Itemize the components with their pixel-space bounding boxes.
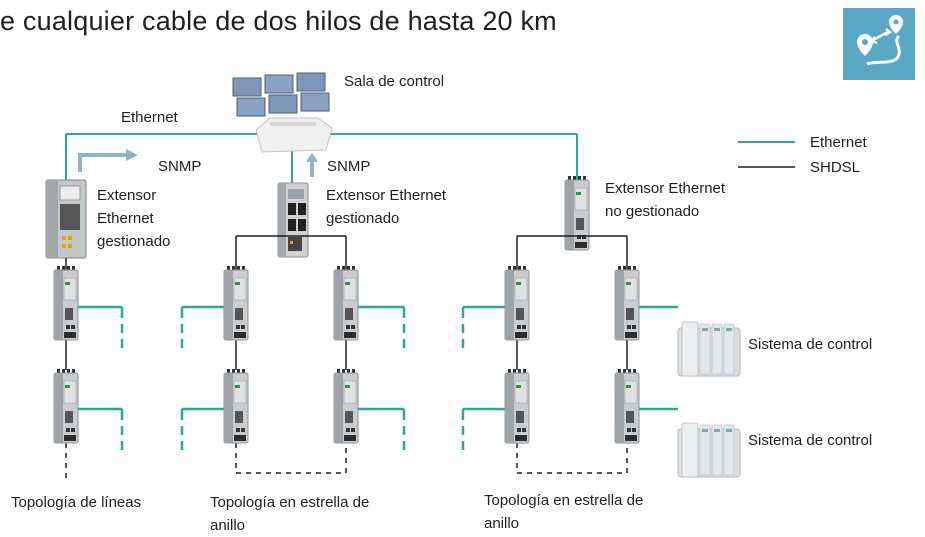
map-route-icon [843,8,915,80]
ext-center-label: Extensor Ethernet gestionado [326,187,450,227]
shdsl-dashed-links [65,443,628,478]
ethernet-output-stubs [78,305,678,450]
control-system-icon [677,422,741,478]
extender-managed-center [277,182,309,258]
snmp-arrow-center [306,153,318,177]
ext-left-label: Extensor Ethernet gestionado [97,187,170,250]
control-room-monitors-icon [232,72,333,153]
topology-star-ring-label-1: Topología en estrella de anillo [210,494,373,534]
control-system-icon [677,321,741,377]
control-system-label-2: Sistema de control [748,432,872,449]
ethernet-link-label: Ethernet [121,109,179,126]
legend: Ethernet SHDSL [738,134,868,176]
shdsl-links [65,235,628,370]
control-system-label-1: Sistema de control [748,336,872,353]
ext-right-label: Extensor Ethernet no gestionado [605,180,729,220]
snmp-arrow-left [78,149,138,172]
snmp-left-label: SNMP [158,158,201,175]
topology-star-ring-label-2: Topología en estrella de anillo [484,492,647,532]
legend-shdsl-label: SHDSL [810,159,860,176]
control-room-label: Sala de control [344,73,444,90]
page-title: e cualquier cable de dos hilos de hasta … [0,6,557,36]
extender-managed-left [45,179,87,259]
legend-ethernet-label: Ethernet [810,134,868,151]
topology-line-label: Topología de líneas [11,494,141,511]
extender-unmanaged-right [564,175,590,251]
snmp-center-label: SNMP [327,158,370,175]
